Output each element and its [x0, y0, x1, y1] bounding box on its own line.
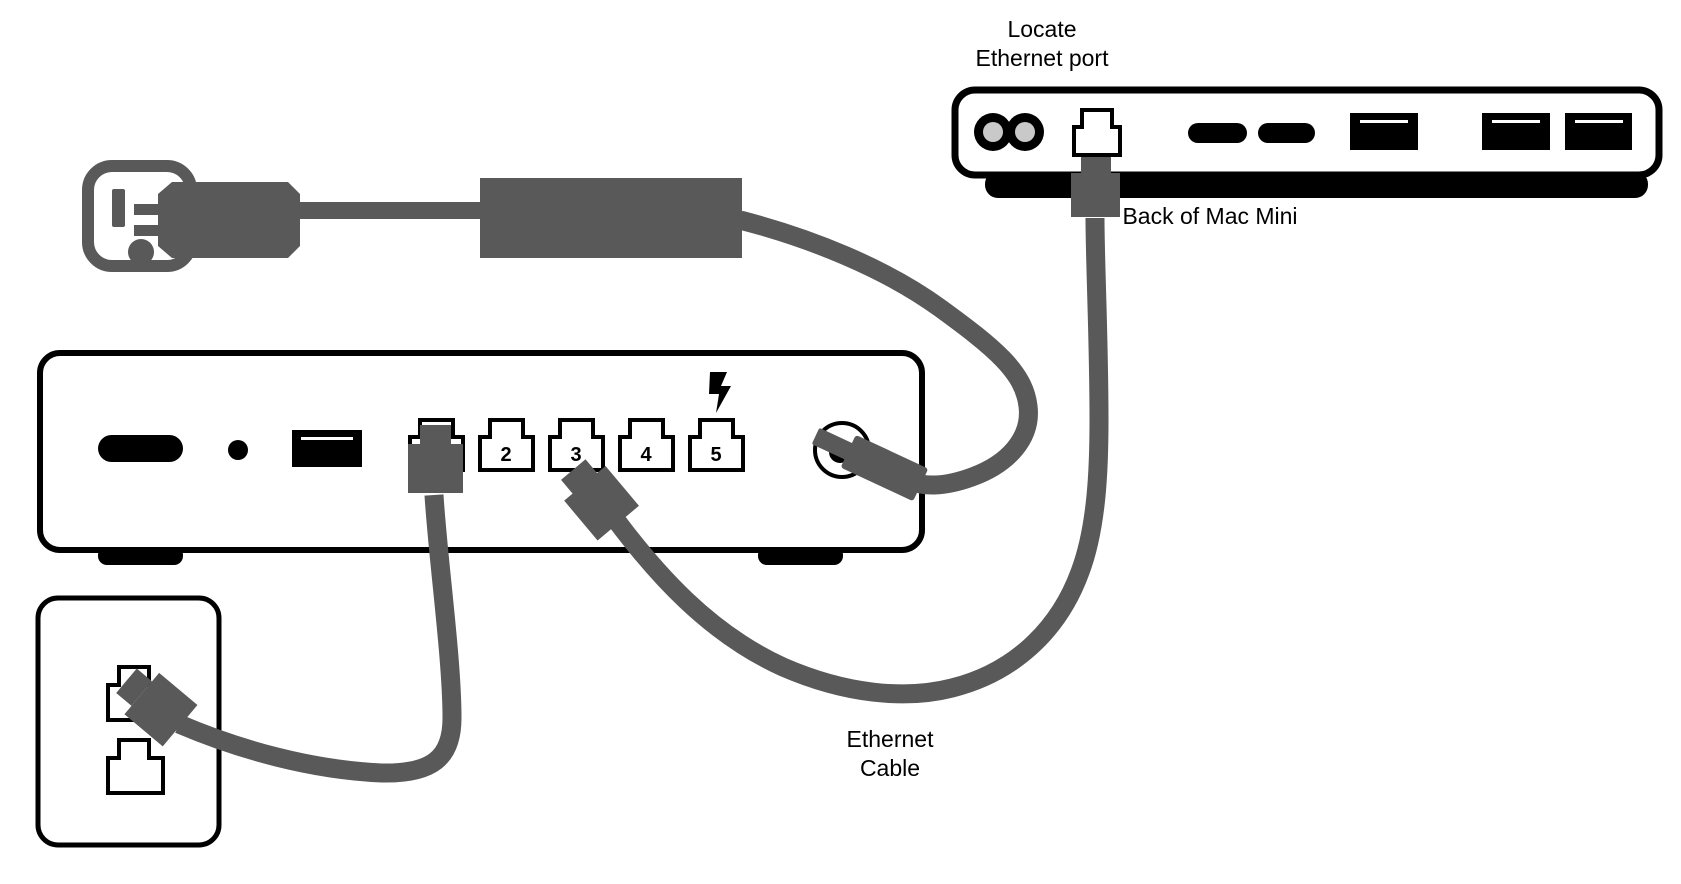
router-ethernet-port-4	[618, 418, 675, 472]
mac-plug-tip	[1081, 157, 1111, 175]
power-cord	[294, 202, 484, 219]
router-ethernet-port-3	[548, 418, 605, 472]
mac-power-socket	[974, 113, 1044, 151]
locate-ethernet-port-label-line2: Ethernet port	[976, 45, 1110, 71]
wall-plug-tip	[116, 668, 153, 706]
router-ethernet-port-2	[478, 418, 535, 472]
router-power-connector	[812, 428, 928, 501]
port-label-2: 2	[500, 444, 511, 466]
port-label-5: 5	[710, 444, 721, 466]
port1-plug-tip	[420, 425, 451, 447]
usb-port-2-tongue	[1492, 120, 1540, 123]
wall-to-router-cable	[175, 494, 462, 783]
usb-port-2	[1482, 113, 1550, 150]
mac-mini	[951, 86, 1663, 198]
router: 2 3 4 5	[37, 350, 925, 565]
router-ethernet-port-5	[688, 418, 745, 472]
oval-port-2	[1258, 123, 1315, 143]
outlet-hole	[128, 239, 154, 265]
port3-plug-body	[564, 465, 639, 541]
wall-jack-bottom	[106, 738, 165, 795]
labels: Locate Ethernet port Back of Mac Mini Et…	[847, 16, 1298, 781]
usb-port-3	[1565, 113, 1632, 150]
power-socket-left-pin-hole	[983, 122, 1003, 142]
router-port3-plug	[561, 459, 639, 541]
locate-ethernet-port-label-line1: Locate	[1007, 16, 1076, 42]
power-plug	[158, 182, 300, 258]
ethernet-cable-label-line1: Ethernet	[847, 726, 935, 752]
usb-port-3-tongue	[1575, 120, 1623, 123]
router-usb-port	[292, 430, 362, 467]
usb-port-1-tongue	[1360, 120, 1408, 123]
power-socket-right-pin-hole	[1015, 122, 1035, 142]
port-label-3: 3	[570, 444, 581, 466]
router-usb-port-tongue	[301, 437, 353, 440]
power-cable	[737, 210, 1038, 495]
power-plug-prong-bottom	[134, 225, 162, 236]
ethernet-cable	[608, 217, 1109, 704]
router-port1-plug	[408, 425, 463, 493]
back-of-mac-mini-label: Back of Mac Mini	[1122, 203, 1297, 229]
wall-plug-body	[124, 672, 198, 747]
power-connector-body	[841, 435, 928, 501]
port3-plug-tip	[561, 459, 599, 496]
port1-plug-body	[408, 444, 463, 493]
usb-port-1	[1350, 113, 1418, 150]
power-connector-tip	[812, 428, 855, 461]
outlet-slot	[112, 189, 125, 227]
lightning-arrow-icon	[709, 372, 731, 413]
mac-ethernet-port	[1072, 108, 1122, 157]
mac-ethernet-plug	[1071, 157, 1120, 217]
power-adapter	[480, 178, 742, 258]
wall-jack-plug	[116, 668, 198, 747]
reset-button	[228, 440, 248, 460]
power-plug-prong-top	[134, 204, 162, 215]
ethernet-cable-label-line2: Cable	[860, 755, 920, 781]
router-pill-port	[98, 435, 183, 462]
mac-plug-body	[1071, 173, 1120, 217]
port-label-4: 4	[640, 444, 652, 466]
oval-port-1	[1188, 123, 1247, 143]
